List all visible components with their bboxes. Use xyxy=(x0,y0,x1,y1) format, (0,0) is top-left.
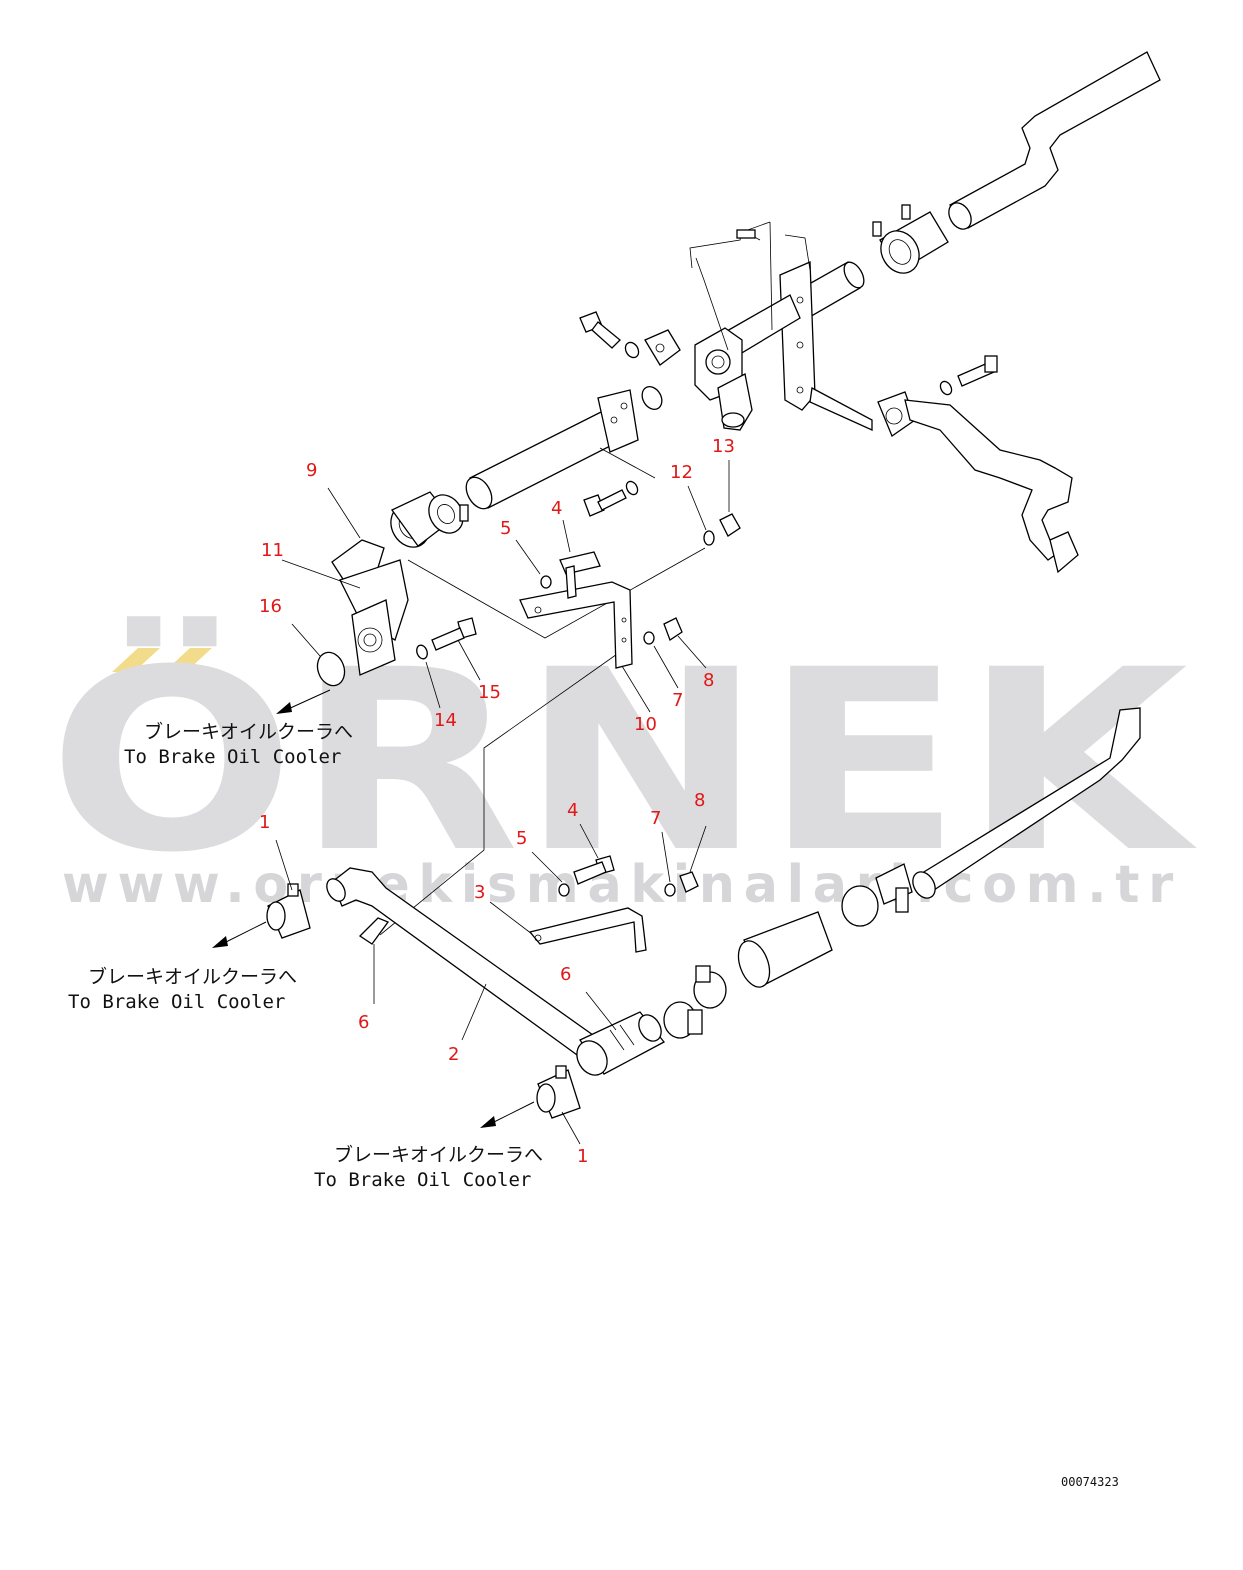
callout-9: 9 xyxy=(306,460,361,539)
callout-label: 6 xyxy=(358,1012,369,1033)
destination-ja: ブレーキオイルクーラへ xyxy=(144,720,353,743)
callout-6-clip: 6 xyxy=(358,944,375,1033)
callout-7-upper: 7 xyxy=(653,645,683,711)
drawing-number: 00074323 xyxy=(1061,1475,1119,1489)
destination-en: To Brake Oil Cooler xyxy=(68,991,285,1013)
watermark-accent-left xyxy=(112,648,160,672)
callouts: 9 13 12 4 5 11 16 15 xyxy=(259,436,735,1167)
destination-en: To Brake Oil Cooler xyxy=(314,1169,531,1191)
callout-label: 12 xyxy=(670,462,693,483)
callout-5-upper: 5 xyxy=(500,518,541,575)
destination-note-1: ブレーキオイルクーラへ To Brake Oil Cooler xyxy=(124,720,353,768)
callout-label: 7 xyxy=(672,690,683,711)
callout-label: 14 xyxy=(434,710,457,731)
callout-label: 15 xyxy=(478,682,501,703)
callout-8-upper: 8 xyxy=(677,635,714,691)
callout-12: 12 xyxy=(670,462,707,531)
callout-13: 13 xyxy=(712,436,735,512)
callout-6-bracket: 6 xyxy=(560,964,617,1031)
callout-1-left: 1 xyxy=(259,812,293,891)
callout-label: 7 xyxy=(650,808,661,829)
callout-label: 13 xyxy=(712,436,735,457)
callout-label: 10 xyxy=(634,714,657,735)
lower-assembly xyxy=(212,855,699,1128)
destination-note-2: ブレーキオイルクーラへ To Brake Oil Cooler xyxy=(68,965,297,1013)
callout-15: 15 xyxy=(457,639,501,703)
callout-14: 14 xyxy=(425,661,457,731)
callout-5-lower: 5 xyxy=(516,828,563,883)
callout-label: 6 xyxy=(560,964,571,985)
callout-4-lower: 4 xyxy=(567,800,599,859)
callout-16: 16 xyxy=(259,596,321,657)
callout-11: 11 xyxy=(261,540,361,589)
callout-4-upper: 4 xyxy=(551,498,571,553)
destination-ja: ブレーキオイルクーラへ xyxy=(334,1143,543,1166)
callout-label: 2 xyxy=(448,1044,459,1065)
callout-label: 8 xyxy=(703,670,714,691)
callout-1-bottom: 1 xyxy=(561,1111,588,1167)
callout-label: 9 xyxy=(306,460,317,481)
callout-label: 5 xyxy=(500,518,511,539)
hose-assembly xyxy=(663,707,1141,1039)
bracket-upper xyxy=(519,513,741,669)
callout-2: 2 xyxy=(448,983,487,1065)
destination-ja: ブレーキオイルクーラへ xyxy=(88,965,297,988)
upper-pipe-run xyxy=(379,51,1161,936)
callout-label: 16 xyxy=(259,596,282,617)
callout-label: 3 xyxy=(474,882,485,903)
callout-label: 11 xyxy=(261,540,284,561)
callout-label: 4 xyxy=(567,800,578,821)
destination-note-3: ブレーキオイルクーラへ To Brake Oil Cooler xyxy=(314,1143,543,1191)
watermark-url: www.ornekismakinalari.com.tr xyxy=(62,855,1182,915)
callout-8-lower: 8 xyxy=(689,790,707,873)
callout-label: 1 xyxy=(259,812,270,833)
callout-label: 4 xyxy=(551,498,562,519)
elbow-assembly xyxy=(276,539,477,714)
callout-3: 3 xyxy=(474,882,533,935)
callout-label: 8 xyxy=(694,790,705,811)
callout-label: 5 xyxy=(516,828,527,849)
callout-label: 1 xyxy=(577,1146,588,1167)
callout-7-lower: 7 xyxy=(650,808,671,883)
watermark-accent-right xyxy=(164,648,212,672)
destination-en: To Brake Oil Cooler xyxy=(124,746,341,768)
callout-10: 10 xyxy=(621,665,657,735)
